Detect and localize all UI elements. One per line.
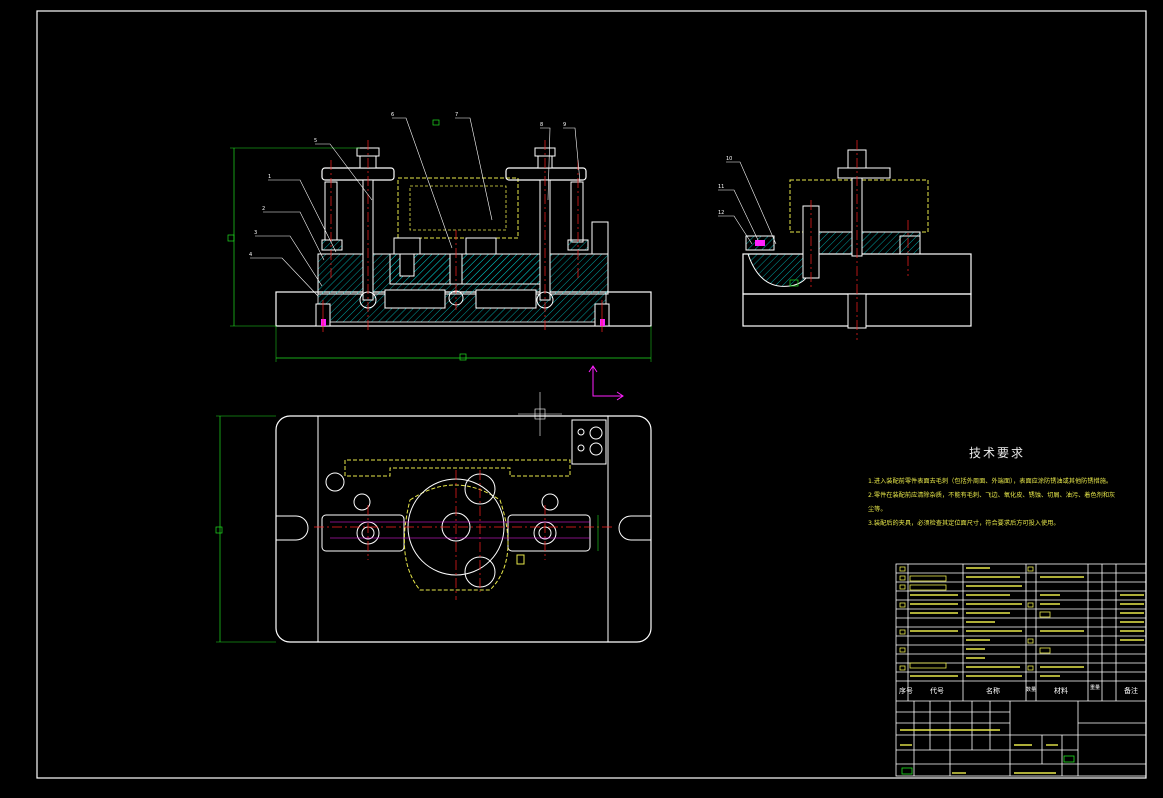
tb-header-seq: 序号 — [899, 687, 913, 695]
tech-req-item-2: 2.零件在装配前应清除杂质，不能有毛刺、飞边、氧化皮、锈蚀、切屑、油污、着色剂和… — [868, 492, 1116, 513]
tech-req-item-3: 3.装配后的夹具，必须检查其定位面尺寸，符合要求后方可投入使用。 — [868, 520, 1060, 527]
tb-header-remark: 备注 — [1124, 687, 1138, 695]
balloon-2: 2 — [262, 206, 265, 212]
balloon-10: 10 — [726, 156, 732, 162]
bom-text-strokes — [900, 567, 1144, 774]
drawing-border — [36, 10, 1147, 779]
tb-header-name: 名称 — [986, 687, 1000, 695]
technical-requirements: 技术要求 1.进入装配前零件表面去毛刺（包括外周面、外端面），表面应涂防锈油或其… — [868, 444, 1118, 531]
tb-header-code: 代号 — [930, 687, 944, 695]
balloon-4: 4 — [249, 252, 252, 258]
balloon-7: 7 — [455, 112, 458, 118]
title-block — [895, 563, 1147, 777]
balloon-6: 6 — [391, 112, 394, 118]
balloon-11: 11 — [718, 184, 724, 190]
front-view: 1 2 3 4 5 6 7 8 9 — [227, 112, 652, 401]
tb-header-weight: 重量 — [1090, 685, 1101, 691]
balloon-3: 3 — [254, 230, 257, 236]
tech-req-title: 技术要求 — [968, 446, 1025, 460]
top-view — [215, 392, 652, 643]
balloon-8: 8 — [540, 122, 543, 128]
tb-header-material: 材料 — [1054, 687, 1068, 695]
tech-req-item-1: 1.进入装配前零件表面去毛刺（包括外周面、外端面），表面应涂防锈油或其他防锈措施… — [868, 478, 1113, 485]
balloon-9: 9 — [563, 122, 566, 128]
side-view: 10 11 12 — [718, 140, 972, 340]
balloon-1: 1 — [268, 174, 271, 180]
balloon-12: 12 — [718, 210, 724, 216]
balloon-5: 5 — [314, 138, 317, 144]
tb-header-qty: 数量 — [1026, 687, 1037, 693]
